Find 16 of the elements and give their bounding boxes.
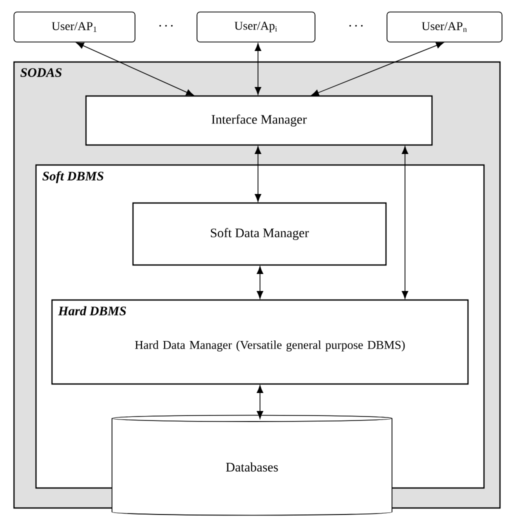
arrow [311,42,444,96]
ellipsis: · · · [349,24,363,27]
arrow [254,146,262,202]
user-box: User/Ap$_{i}$ [196,12,316,42]
ellipsis: · · · [159,24,173,27]
user-box: User/AP$_{1}$ [14,12,136,42]
database-cylinder: Databases [112,414,392,516]
arrow [256,266,264,299]
user-box: User/AP$_{n}$ [386,12,502,42]
arrow [402,146,408,299]
arrow [256,385,264,419]
process-box: Interface Manager [85,95,433,146]
process-box: Hard DBMS Hard Data Manager (Versatile general purpose DBMS) [51,299,469,385]
process-box: Soft Data Manager [132,202,387,266]
arrow [254,43,262,95]
arrow [76,42,194,96]
